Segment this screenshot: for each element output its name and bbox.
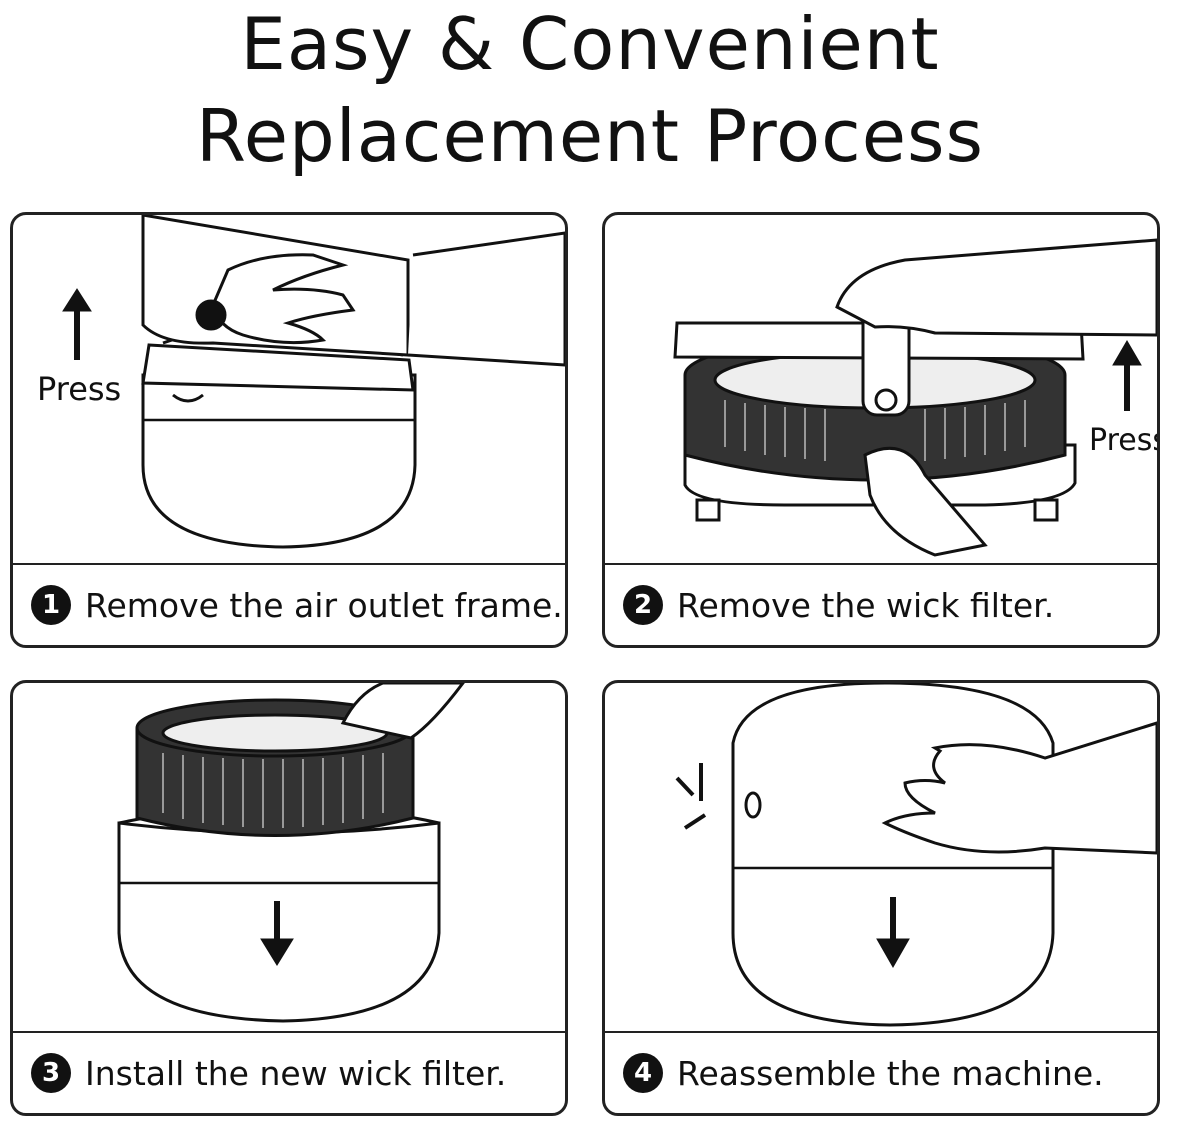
arrow-down-icon [260, 901, 294, 966]
step-caption-2: 2 Remove the wick filter. [605, 565, 1157, 645]
step-2-illustration [673, 238, 1157, 557]
step-caption-text: Remove the air outlet frame. [85, 585, 563, 625]
step-number-badge: 4 [623, 1053, 663, 1093]
step-caption-1: 1 Remove the air outlet frame. [13, 565, 565, 645]
wick-filter-icon [135, 698, 415, 837]
page-title-line-2: Replacement Process [195, 94, 985, 178]
hand-icon [881, 721, 1157, 855]
step-number-badge: 2 [623, 585, 663, 625]
caption-divider [13, 563, 565, 565]
caption-divider [605, 563, 1157, 565]
hand-icon [141, 215, 565, 367]
step-number-badge: 3 [31, 1053, 71, 1093]
caption-divider [605, 1031, 1157, 1033]
step-panel-2: Press 2 Remove the wick filter. [602, 212, 1160, 648]
arrow-up-icon [1112, 340, 1142, 411]
hand-icon [835, 238, 1157, 557]
arrow-down-icon [876, 897, 910, 969]
hand-icon [340, 683, 465, 740]
step-caption-text: Install the new wick filter. [85, 1053, 507, 1093]
step-number-badge: 1 [31, 585, 71, 625]
step-3-illustration [117, 683, 465, 1023]
arrow-up-icon [62, 288, 92, 360]
step-panel-3: 3 Install the new wick filter. [10, 680, 568, 1116]
caption-divider [13, 1031, 565, 1033]
step-1-illustration [62, 215, 565, 549]
step-panel-1: Press 1 Remove the air outlet frame. [10, 212, 568, 648]
press-label-1: Press [37, 370, 122, 408]
step-caption-3: 3 Install the new wick filter. [13, 1033, 565, 1113]
step-caption-text: Remove the wick filter. [677, 585, 1055, 625]
page-title-line-1: Easy & Convenient [240, 2, 940, 86]
step-panel-4: 4 Reassemble the machine. [602, 680, 1160, 1116]
step-4-illustration [675, 683, 1157, 1027]
humidifier-icon [141, 329, 417, 549]
step-caption-text: Reassemble the machine. [677, 1053, 1104, 1093]
step-caption-4: 4 Reassemble the machine. [605, 1033, 1157, 1113]
click-burst-icon [675, 763, 707, 830]
humidifier-icon [731, 683, 1055, 1027]
press-label-2: Press [1089, 423, 1157, 458]
